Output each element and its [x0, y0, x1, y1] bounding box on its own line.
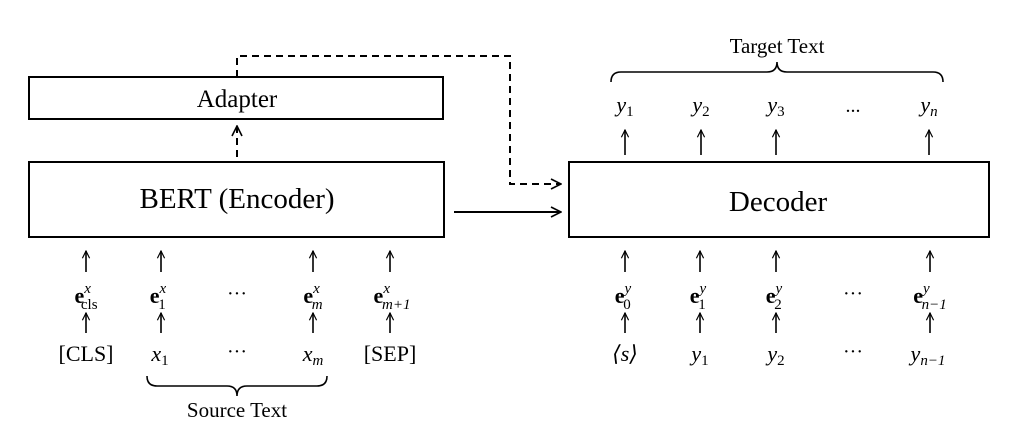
encoder-box: BERT (Encoder)	[28, 161, 445, 238]
encoder-label: BERT (Encoder)	[139, 183, 334, 215]
token-ellipsis: ···	[843, 341, 863, 363]
decoder-outputs: y1 y2 y3 ... yn	[614, 92, 938, 155]
output-token: yn	[918, 92, 937, 120]
embedding-ellipsis: ···	[227, 283, 247, 305]
token-label: y1	[689, 341, 708, 369]
decoder-output-y1: y1	[614, 92, 634, 155]
adapter-to-decoder-arrow	[236, 55, 561, 184]
adapter-label: Adapter	[197, 86, 278, 113]
decoder-label: Decoder	[729, 186, 828, 218]
encoder-input-ellipsis: ··· ···	[227, 283, 247, 363]
token-label: [CLS]	[59, 341, 114, 366]
token-label: [SEP]	[364, 341, 417, 366]
adapter-box: Adapter	[28, 76, 444, 120]
token-ellipsis: ···	[227, 341, 247, 363]
decoder-input-ellipsis: ··· ···	[843, 283, 863, 363]
target-text-label: Target Text	[730, 34, 825, 58]
embedding-ellipsis: ···	[843, 283, 863, 305]
decoder-output-y3: y3	[765, 92, 785, 155]
output-token: y2	[690, 92, 709, 120]
output-token: y1	[614, 92, 633, 120]
source-text-label: Source Text	[187, 398, 287, 422]
decoder-output-y2: y2	[690, 92, 710, 155]
output-ellipsis: ...	[846, 95, 861, 117]
source-text-brace	[146, 375, 328, 397]
token-label: xm	[302, 341, 324, 369]
token-label: ⟨s⟩	[612, 341, 638, 366]
token-label: yn−1	[909, 341, 946, 369]
decoder-box: Decoder	[568, 161, 990, 238]
target-text-brace	[610, 61, 944, 83]
decoder-output-yn: yn	[918, 92, 938, 155]
token-label: y2	[765, 341, 784, 369]
decoder-output-ellipsis: ...	[846, 95, 861, 117]
output-token: y3	[765, 92, 784, 120]
token-label: x1	[150, 341, 168, 369]
